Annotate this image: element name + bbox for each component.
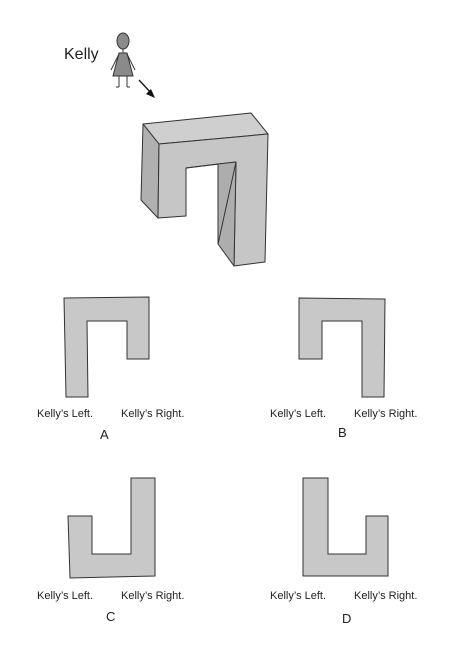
- option-a-shape[interactable]: [62, 296, 152, 400]
- observer-name: Kelly: [64, 46, 99, 63]
- 3d-block-object: [140, 112, 269, 267]
- option-b-left-label: Kelly’s Left.: [270, 408, 327, 420]
- option-d-left-label: Kelly’s Left.: [270, 590, 327, 602]
- option-b-shape[interactable]: [298, 296, 388, 400]
- option-c-shape[interactable]: [66, 476, 158, 582]
- option-a-left-label: Kelly’s Left.: [37, 408, 94, 420]
- option-a-right-label: Kelly’s Right.: [121, 408, 185, 420]
- option-d-letter[interactable]: D: [342, 611, 352, 626]
- view-direction-arrow-icon: [138, 79, 155, 98]
- option-c-right-label: Kelly’s Right.: [121, 590, 185, 602]
- option-d-right-label: Kelly’s Right.: [354, 590, 418, 602]
- option-b-right-label: Kelly’s Right.: [354, 408, 418, 420]
- option-c-letter[interactable]: C: [106, 609, 116, 624]
- option-b-letter[interactable]: B: [338, 425, 347, 440]
- option-d-shape[interactable]: [300, 476, 392, 582]
- person-figure-icon: [110, 32, 136, 88]
- option-c-left-label: Kelly’s Left.: [37, 590, 94, 602]
- option-a-letter[interactable]: A: [100, 427, 109, 442]
